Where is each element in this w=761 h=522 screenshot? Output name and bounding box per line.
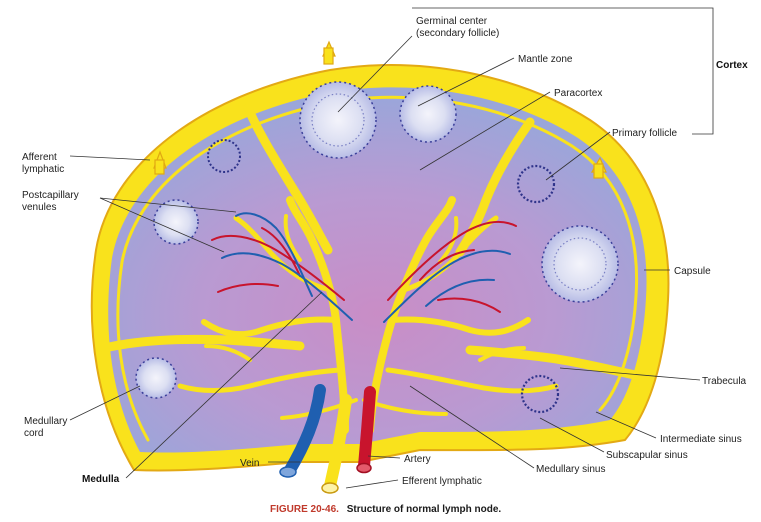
venules [221, 212, 511, 323]
cortex-region [108, 87, 647, 453]
label-medullary-cord-1: Medullary [24, 416, 67, 427]
label-medullary-sinus: Medullary sinus [536, 464, 605, 475]
label-medulla: Medulla [82, 474, 120, 485]
leader-lines [69, 35, 701, 489]
label-capsule: Capsule [674, 266, 711, 277]
label-subscapular-sinus: Subscapular sinus [606, 450, 688, 461]
label-intermediate-sinus: Intermediate sinus [660, 434, 742, 445]
caption-figure-number: FIGURE 20-46. [270, 504, 339, 515]
label-germinal-center-1: Germinal center [416, 16, 488, 27]
figure-caption: FIGURE 20-46. Structure of normal lymph … [270, 504, 501, 515]
label-afferent-lymphatic-1: Afferent [22, 152, 57, 163]
afferent-lymphatics [153, 40, 607, 179]
follicles [135, 81, 619, 414]
label-trabecula: Trabecula [702, 376, 747, 387]
label-postcapillary-venules-2: venules [22, 202, 56, 213]
arteries [211, 220, 517, 313]
label-paracortex: Paracortex [554, 88, 602, 99]
label-medullary-cord-2: cord [24, 428, 43, 439]
label-germinal-center-2: (secondary follicle) [416, 28, 499, 39]
label-vein: Vein [240, 458, 259, 469]
caption-title: Structure of normal lymph node. [347, 504, 502, 515]
label-cortex: Cortex [716, 60, 748, 71]
cortex-bracket [412, 7, 714, 135]
label-postcapillary-venules-1: Postcapillary [22, 190, 79, 201]
label-artery: Artery [404, 454, 431, 465]
label-primary-follicle: Primary follicle [612, 128, 677, 139]
label-afferent-lymphatic-2: lymphatic [22, 164, 64, 175]
exiting-vessels [279, 384, 376, 494]
label-mantle-zone: Mantle zone [518, 54, 573, 65]
label-efferent-lymphatic: Efferent lymphatic [402, 476, 482, 487]
